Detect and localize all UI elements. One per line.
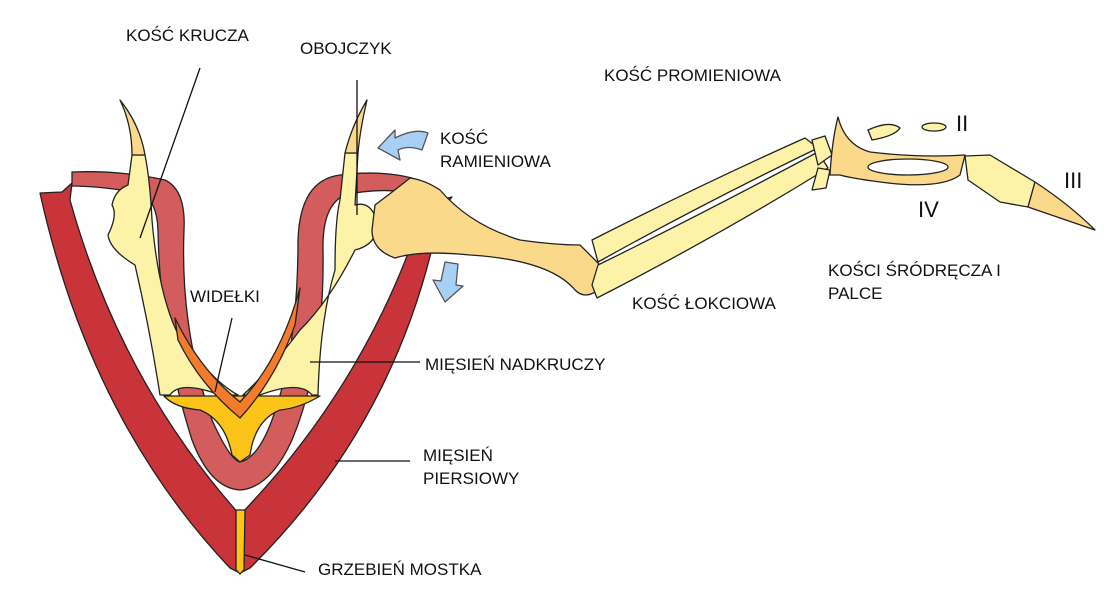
label-digit-4: IV xyxy=(918,197,939,222)
digit-2-bone xyxy=(867,123,901,141)
label-ulna: KOŚĆ ŁOKCIOWA xyxy=(632,294,776,313)
rotation-arrow-icon xyxy=(377,129,429,161)
label-coracoid: KOŚĆ KRUCZA xyxy=(126,26,249,45)
down-arrow-icon xyxy=(432,261,464,303)
left-coracoid-tip xyxy=(119,99,146,156)
label-furcula: WIDEŁKI xyxy=(190,287,260,306)
digit-3-phalanx-2 xyxy=(1027,181,1096,231)
ulna-bone xyxy=(591,151,829,299)
label-digit-2: II xyxy=(956,111,969,136)
sternum-plate xyxy=(163,395,321,463)
digit-3-phalanx-1 xyxy=(964,154,1036,208)
digit-2-tip xyxy=(921,122,947,132)
radius-bone xyxy=(591,137,819,263)
label-clavicle: OBOJCZYK xyxy=(300,39,392,58)
label-pectoralis-line2: PIERSIOWY xyxy=(423,469,520,488)
label-digit-3: III xyxy=(1064,168,1083,193)
left-coracoid-bone xyxy=(107,154,239,396)
right-coracoid-tip xyxy=(344,99,368,154)
label-metacarpals-line1: KOŚCI ŚRÓDRĘCZA I xyxy=(828,261,1001,280)
leader-lines xyxy=(139,67,420,573)
metacarpal-gap xyxy=(867,158,949,176)
label-supracoracoideus: MIĘSIEŃ NADKRUCZY xyxy=(425,355,606,374)
sternum-keel xyxy=(235,509,246,575)
label-metacarpals-line2: PALCE xyxy=(828,284,883,303)
label-humerus-line2: RAMIENIOWA xyxy=(440,152,551,171)
label-radius: KOŚĆ PROMIENIOWA xyxy=(604,66,781,85)
label-keel: GRZEBIEŃ MOSTKA xyxy=(318,560,482,579)
furcula-bone xyxy=(174,287,301,419)
label-humerus-line1: KOŚĆ xyxy=(440,129,489,148)
label-pectoralis-line1: MIĘSIEŃ xyxy=(423,446,493,465)
